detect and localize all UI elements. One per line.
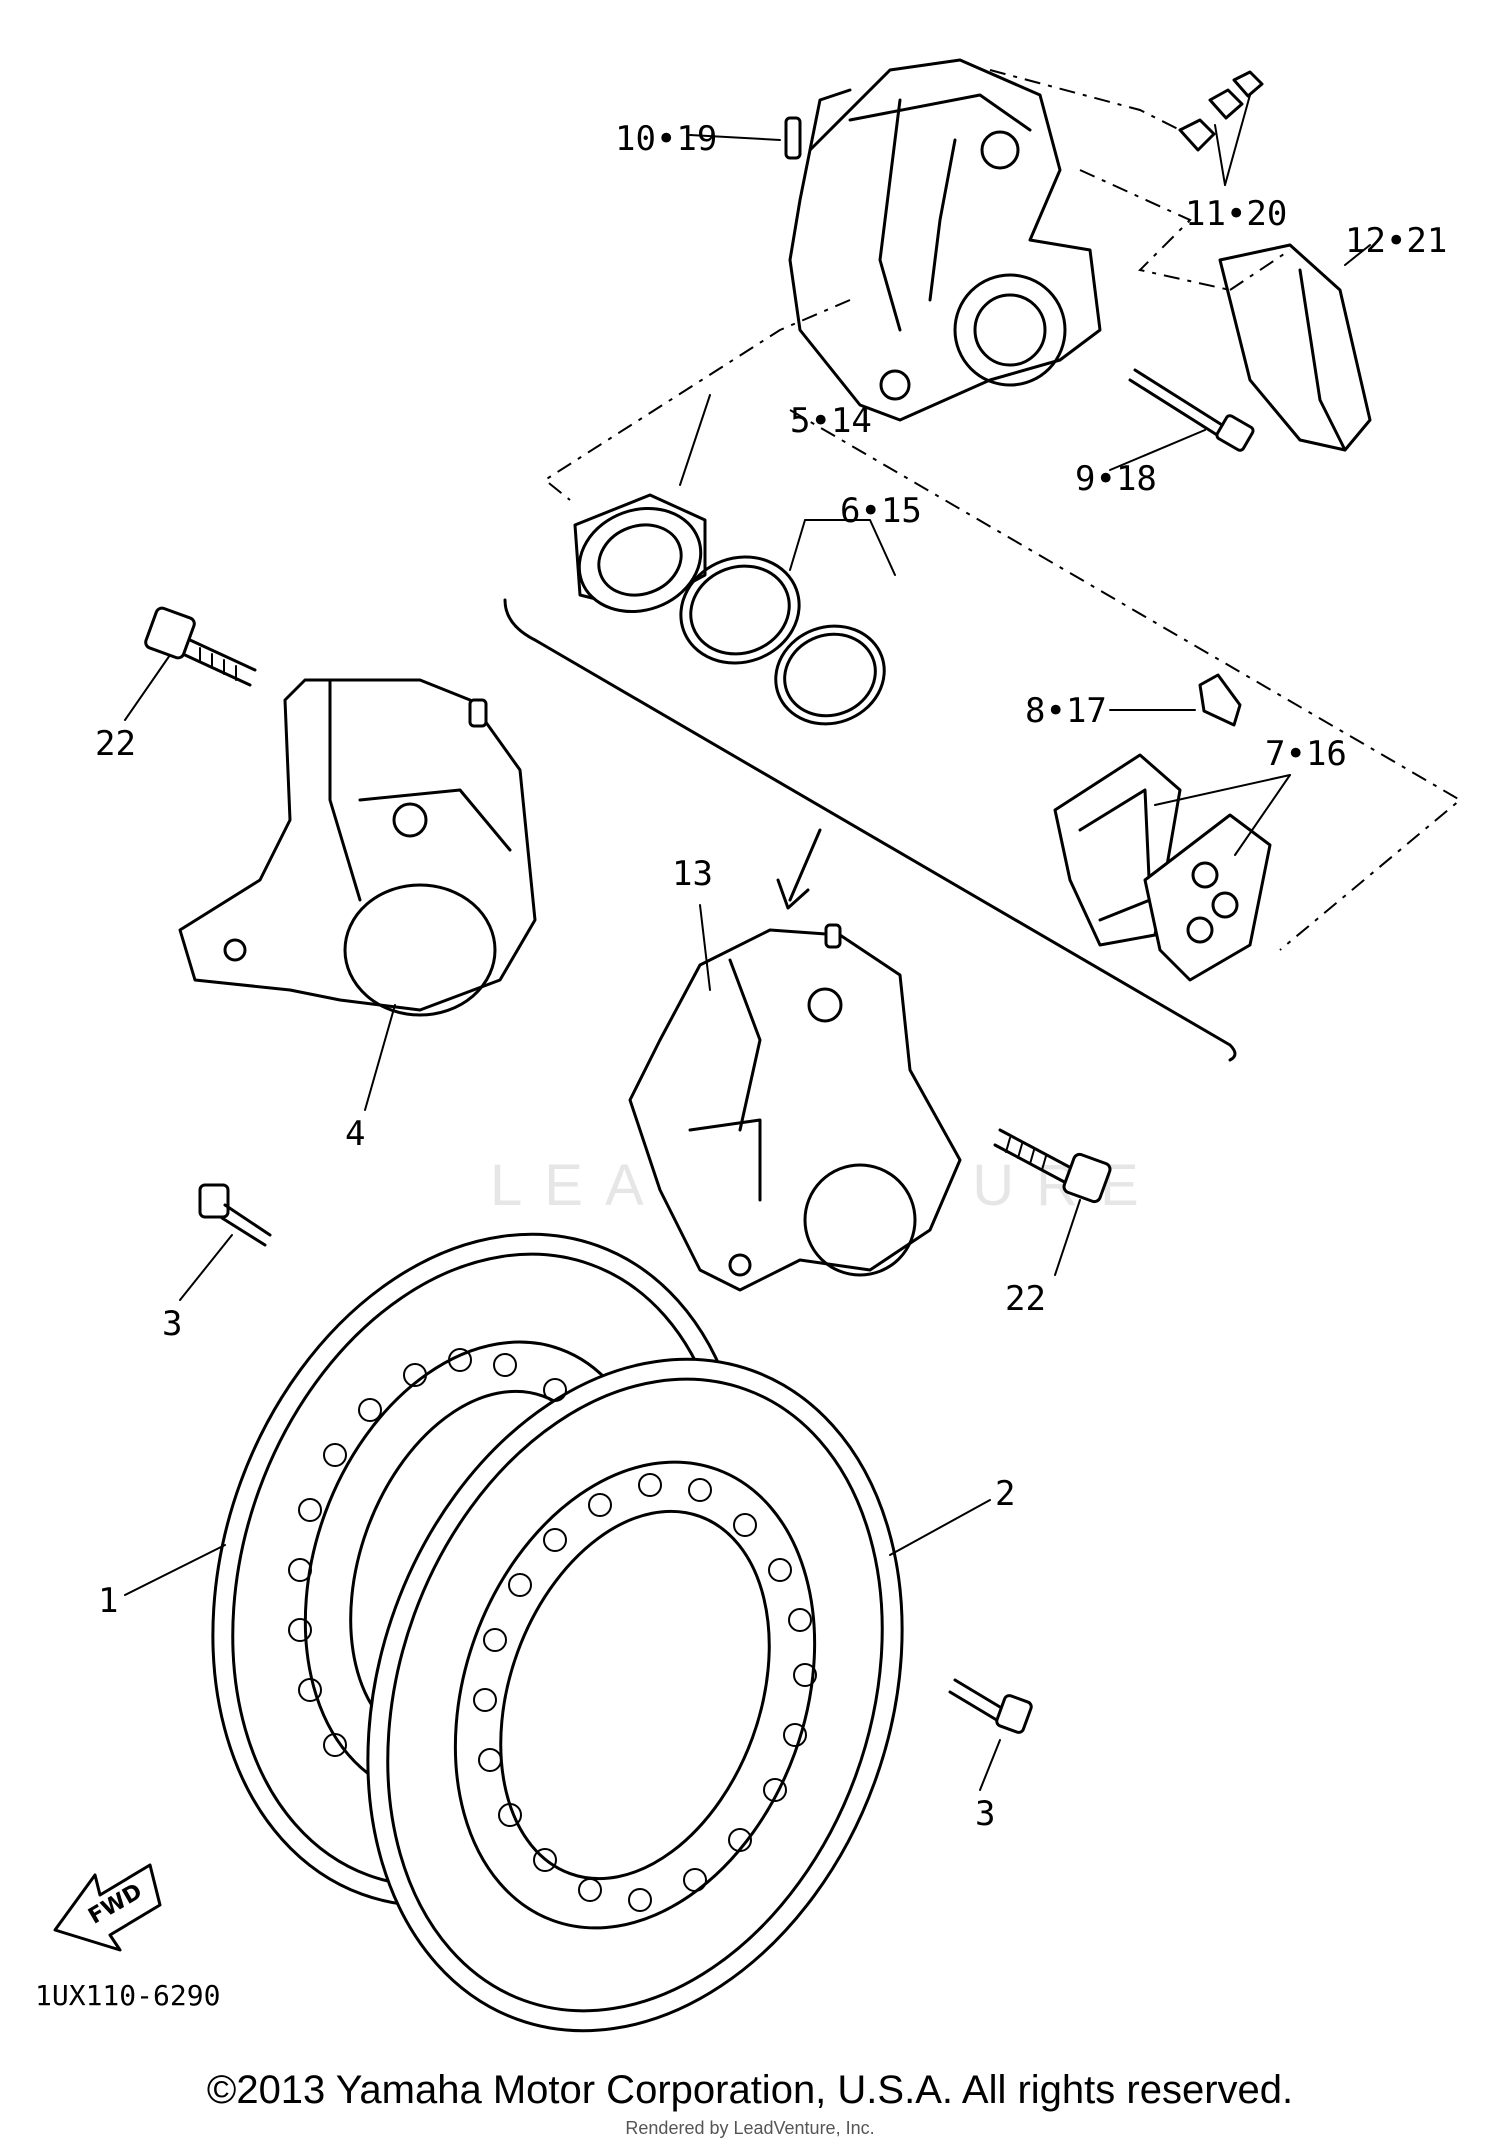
piston-seals — [679, 519, 896, 726]
fwd-arrow-icon: FWD — [53, 1863, 162, 1952]
label-10-19: 10•19 — [615, 119, 717, 159]
rotor-1-holes — [288, 1348, 567, 1757]
pad-pin — [1109, 368, 1255, 471]
label-1: 1 — [98, 1581, 118, 1621]
upper-caliper — [788, 58, 1102, 422]
label-11-20: 11•20 — [1185, 194, 1287, 234]
rotor-2-holes — [473, 1473, 817, 1912]
label-13: 13 — [672, 854, 713, 894]
label-7-16: 7•16 — [1265, 734, 1347, 774]
label-3-right: 3 — [975, 1794, 995, 1834]
label-12-21: 12•21 — [1345, 221, 1447, 261]
label-5-14: 5•14 — [790, 401, 872, 441]
label-2: 2 — [995, 1474, 1015, 1514]
assembly-arrow — [776, 828, 822, 910]
diagram-code: 1UX110-6290 — [35, 1979, 220, 2012]
piston — [573, 394, 711, 614]
brake-pads — [1053, 753, 1291, 982]
copyright-notice: ©2013 Yamaha Motor Corporation, U.S.A. A… — [206, 2068, 1294, 2112]
bolt-upper-left — [124, 606, 257, 721]
label-8-17: 8•17 — [1025, 691, 1107, 731]
rendered-by-note: Rendered by LeadVenture, Inc. — [625, 2118, 875, 2138]
caliper-caps — [1178, 70, 1264, 186]
rotor-2 — [366, 1357, 991, 2033]
pad-cover — [1218, 243, 1372, 452]
label-3-left: 3 — [162, 1304, 182, 1344]
lower-caliper — [628, 904, 962, 1292]
bolt-3-right — [948, 1678, 1033, 1791]
callout-labels: 10•19 11•20 12•21 5•14 9•18 6•15 22 8•17… — [95, 119, 1447, 1834]
label-22-lower: 22 — [1005, 1279, 1046, 1319]
bolt-3-left — [179, 1183, 272, 1301]
explode-lines — [543, 69, 1462, 951]
label-4: 4 — [345, 1114, 365, 1154]
bleed-screw-upper — [689, 116, 802, 160]
label-9-18: 9•18 — [1075, 459, 1157, 499]
label-6-15: 6•15 — [840, 491, 922, 531]
bolt-right — [993, 1128, 1112, 1276]
left-caliper — [178, 678, 537, 1111]
pad-clip — [1109, 673, 1242, 727]
label-22-upper: 22 — [95, 724, 136, 764]
assembly-bracket — [503, 598, 1237, 1062]
